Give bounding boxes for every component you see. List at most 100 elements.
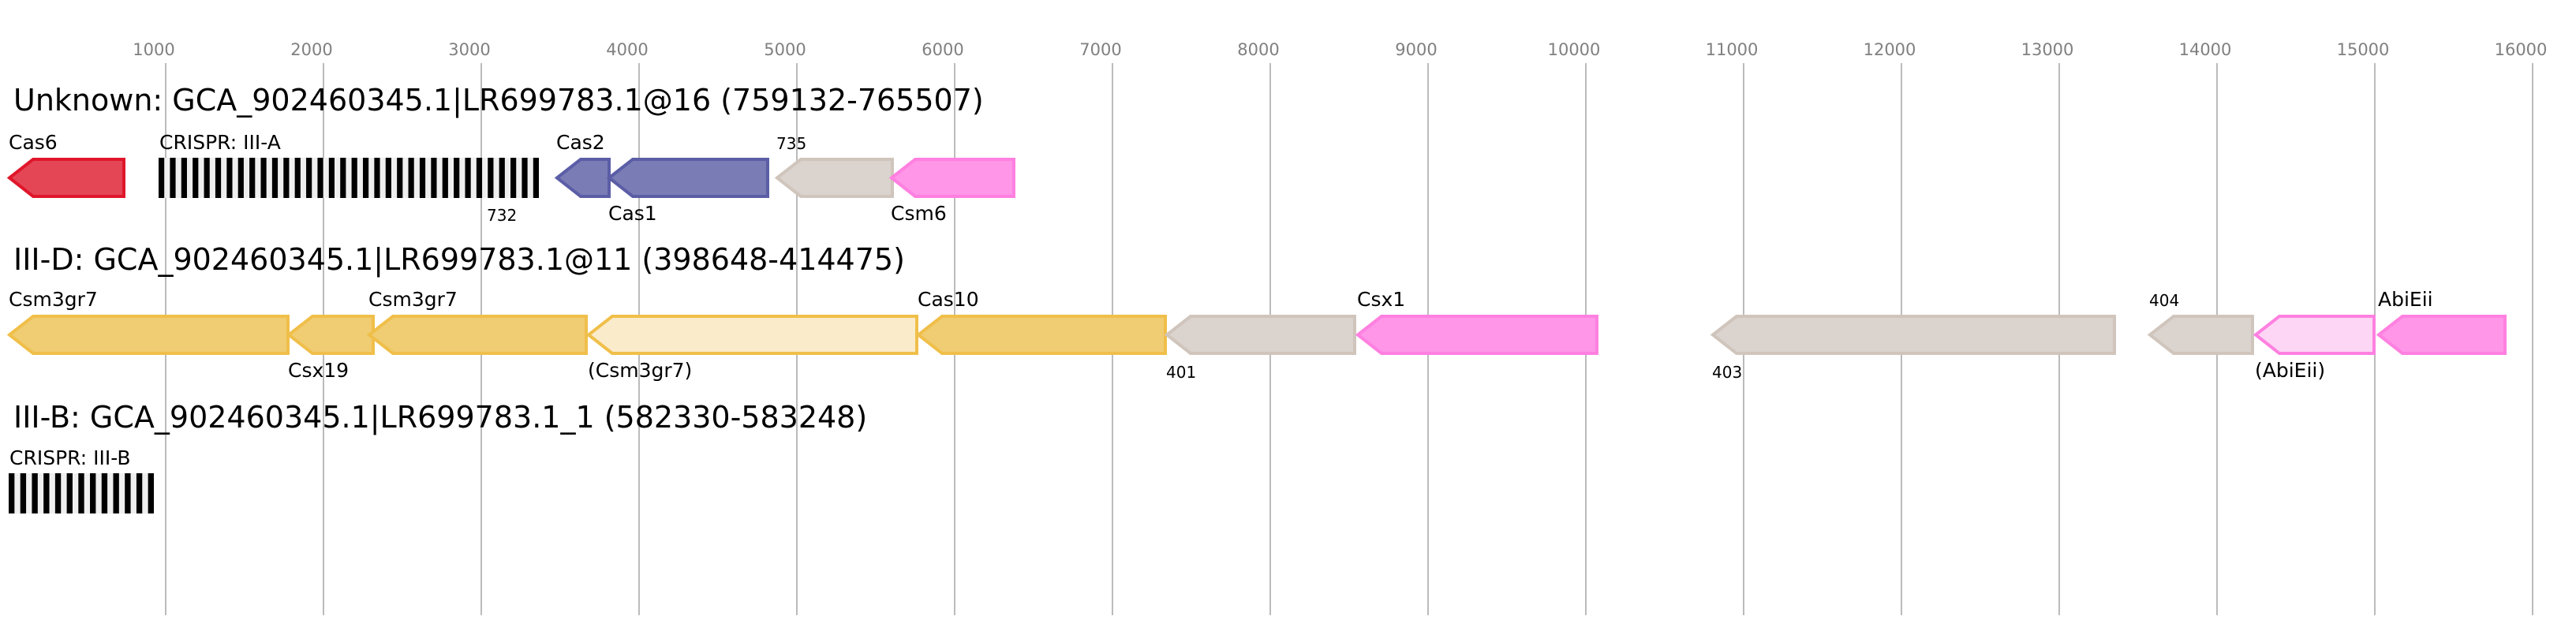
gene-arrow-735[interactable] (774, 158, 894, 198)
tick-label-9000: 9000 (1395, 40, 1437, 59)
crispr-repeat (54, 473, 62, 513)
row-title-iii-d: III-D: GCA_902460345.1|LR699783.1@11 (39… (13, 242, 905, 278)
crispr-repeat (408, 158, 414, 198)
crispr-repeat (215, 158, 222, 198)
crispr-repeat (465, 158, 471, 198)
crispr-repeat (351, 158, 357, 198)
feature-label-csx19: Csx19 (288, 359, 349, 382)
row-title-iii-b: III-B: GCA_902460345.1|LR699783.1_1 (582… (13, 400, 867, 435)
crispr-repeat (43, 473, 50, 513)
crispr-repeat (385, 158, 391, 198)
tick-label-13000: 13000 (2021, 40, 2074, 59)
gene-arrow-cas6[interactable] (6, 158, 125, 198)
gene-arrow-cas1[interactable] (606, 158, 769, 198)
tick-label-6000: 6000 (922, 40, 963, 59)
crispr-repeat (193, 158, 199, 198)
gene-arrow-abieii[interactable] (2253, 315, 2376, 355)
feature-label-csm3gr7: Csm3gr7 (9, 288, 98, 311)
feature-label-cas2: Cas2 (556, 131, 605, 154)
crispr-repeat (306, 158, 312, 198)
tick-label-5000: 5000 (764, 40, 806, 59)
feature-label-cas6: Cas6 (9, 131, 58, 154)
gene-arrow-csm6[interactable] (888, 158, 1015, 198)
tick-label-8000: 8000 (1237, 40, 1279, 59)
crispr-repeat (499, 158, 505, 198)
crispr-repeat (136, 473, 143, 513)
crispr-repeat (397, 158, 403, 198)
crispr-repeat (283, 158, 290, 198)
crispr-repeat (419, 158, 426, 198)
tick-label-10000: 10000 (1548, 40, 1601, 59)
crispr-repeat (476, 158, 483, 198)
crispr-repeat (362, 158, 369, 198)
feature-label-cas10: Cas10 (918, 288, 979, 311)
gene-arrow-csm3gr7[interactable] (585, 315, 918, 355)
track-iii-b: CRISPR: III-B (9, 446, 154, 513)
crispr-repeat (32, 473, 38, 513)
crispr-repeat (271, 158, 279, 198)
feature-label-abieii: AbiEii (2378, 288, 2433, 311)
crispr-repeat (113, 473, 119, 513)
crispr-repeat (226, 158, 233, 198)
gene-arrow-csx1[interactable] (1355, 315, 1598, 355)
crispr-repeat (20, 473, 27, 513)
crispr-repeat (66, 473, 73, 513)
feature-label-csm3gr7: (Csm3gr7) (588, 359, 692, 382)
tick-label-3000: 3000 (448, 40, 490, 59)
feature-label-csx1: Csx1 (1357, 288, 1405, 311)
axis-tick-labels: 1000 2000 3000 4000 5000 6000 7000 8000 9000 1000… (133, 40, 2547, 59)
gene-arrow-csm3gr7[interactable] (366, 315, 588, 355)
crispr-repeat (260, 158, 267, 198)
gene-arrow-cas10[interactable] (915, 315, 1167, 355)
crispr-repeat (237, 158, 244, 198)
crispr-repeat (294, 158, 301, 198)
tick-label-2000: 2000 (290, 40, 332, 59)
feature-label-732: 732 (487, 206, 517, 225)
crispr-repeat (454, 158, 460, 198)
feature-label-crispr-iii-b: CRISPR: III-B (9, 446, 131, 469)
gene-arrow-abieii[interactable] (2376, 315, 2507, 355)
tick-label-1000: 1000 (133, 40, 174, 59)
gene-arrow-cas2[interactable] (554, 158, 611, 198)
gene-arrow-csx19[interactable] (286, 315, 375, 355)
gene-arrow-403[interactable] (1710, 315, 2116, 355)
feature-label-401: 401 (1166, 363, 1196, 382)
crispr-repeat (170, 158, 176, 198)
crispr-repeat (78, 473, 84, 513)
feature-label-csm3gr7: Csm3gr7 (368, 288, 458, 311)
crispr-repeat (204, 158, 210, 198)
crispr-repeat (148, 473, 154, 513)
crispr-repeat (125, 473, 131, 513)
tick-label-4000: 4000 (606, 40, 648, 59)
crispr-repeat (249, 158, 256, 198)
tick-label-7000: 7000 (1079, 40, 1121, 59)
tick-label-16000: 16000 (2495, 40, 2548, 59)
crispr-repeat (442, 158, 448, 198)
crispr-repeat (374, 158, 380, 198)
tick-label-12000: 12000 (1864, 40, 1916, 59)
gene-arrow-csm3gr7[interactable] (6, 315, 290, 355)
gene-arrow-401[interactable] (1164, 315, 1356, 355)
feature-label-abieii: (AbiEii) (2255, 359, 2325, 382)
feature-label-csm6: Csm6 (891, 202, 947, 225)
crispr-repeat (90, 473, 96, 513)
crispr-repeat (159, 158, 165, 198)
crispr-repeat (181, 158, 187, 198)
tick-label-15000: 15000 (2337, 40, 2390, 59)
crispr-repeat (340, 158, 346, 198)
feature-label-crispr-iii-a: CRISPR: III-A (159, 131, 281, 154)
crispr-array-background (159, 158, 539, 198)
crispr-repeat (328, 158, 335, 198)
crispr-array-crispr-iii-b[interactable] (9, 473, 154, 513)
crispr-repeat (9, 473, 15, 513)
feature-label-404: 404 (2149, 291, 2179, 310)
gene-arrow-404[interactable] (2147, 315, 2254, 355)
crispr-repeat (431, 158, 437, 198)
crispr-repeat (510, 158, 517, 198)
crispr-array-crispr-iii-a[interactable] (159, 158, 539, 198)
tick-label-14000: 14000 (2179, 40, 2232, 59)
feature-label-403: 403 (1712, 363, 1742, 382)
tick-label-11000: 11000 (1706, 40, 1759, 59)
row-title-unknown: Unknown: GCA_902460345.1|LR699783.1@16 (… (13, 83, 984, 118)
